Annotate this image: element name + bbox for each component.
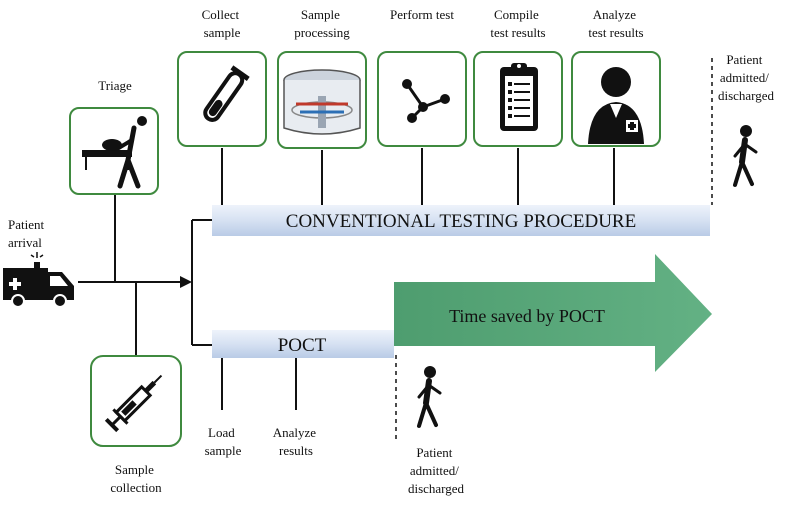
perform-test-box bbox=[377, 51, 467, 147]
perform-test-label: Perform test bbox=[390, 7, 454, 22]
network-icon bbox=[402, 79, 450, 123]
walking-person-icon bbox=[733, 125, 758, 187]
collect-sample-box bbox=[177, 51, 267, 147]
time-saved-arrow bbox=[394, 254, 712, 372]
compile-results-box bbox=[473, 51, 563, 147]
ambulance-icon bbox=[3, 252, 74, 308]
doctor-icon bbox=[588, 67, 644, 144]
time-saved-label: Time saved by POCT bbox=[449, 306, 605, 326]
walking-person-icon bbox=[417, 366, 442, 428]
poct-band bbox=[212, 330, 394, 358]
sample-collection-box bbox=[90, 355, 182, 447]
conventional-band-label: CONVENTIONAL TESTING PROCEDURE bbox=[286, 211, 636, 232]
syringe-icon bbox=[104, 374, 163, 433]
patient-arrival-label: Patient arrival bbox=[8, 217, 47, 250]
triage-icon bbox=[82, 116, 147, 189]
conventional-band bbox=[212, 205, 710, 236]
poct-band-label: POCT bbox=[278, 335, 327, 356]
patient-admitted-top-label: Patient admitted/ discharged bbox=[718, 52, 775, 103]
centrifuge-icon bbox=[283, 69, 361, 135]
connector-lines bbox=[78, 148, 615, 410]
clipboard-icon bbox=[500, 63, 538, 131]
patient-admitted-bottom-label: Patient admitted/ discharged bbox=[408, 445, 465, 496]
triage-label: Triage bbox=[98, 78, 132, 93]
analyze-results-bottom-label: Analyze results bbox=[273, 425, 320, 458]
triage-box bbox=[69, 107, 159, 195]
load-sample-label: Load sample bbox=[205, 425, 242, 458]
collect-sample-label: Collect sample bbox=[202, 7, 243, 40]
compile-results-label: Compile test results bbox=[490, 7, 545, 40]
sample-collection-label: Sample collection bbox=[110, 462, 162, 495]
sample-processing-label: Sample processing bbox=[294, 7, 350, 40]
split-arrowhead bbox=[180, 276, 192, 288]
test-tube-icon bbox=[203, 65, 250, 122]
sample-processing-box bbox=[277, 51, 367, 149]
analyze-results-label: Analyze test results bbox=[588, 7, 643, 40]
analyze-results-box bbox=[571, 51, 661, 147]
